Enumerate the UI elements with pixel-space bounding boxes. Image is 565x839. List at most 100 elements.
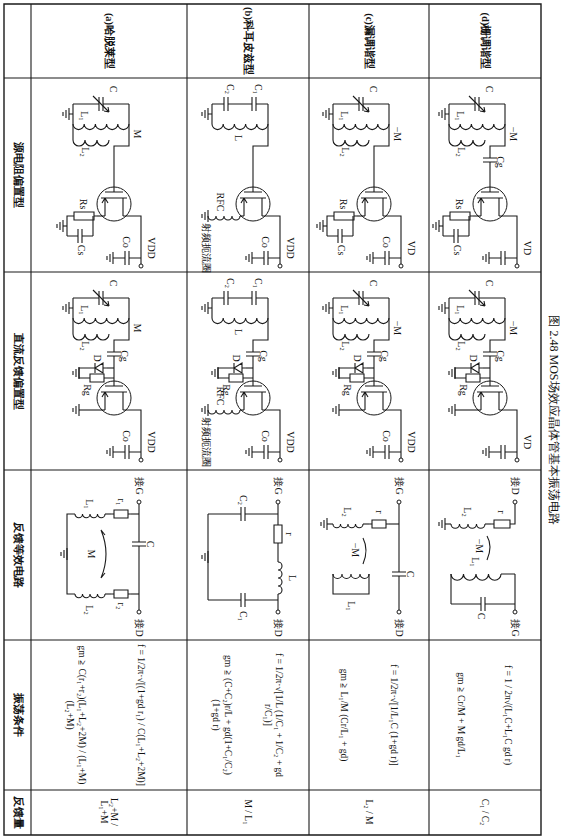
ground-symbol: [107, 446, 113, 458]
wire: [443, 216, 469, 236]
table-rule: [428, 4, 429, 835]
component-label: r: [374, 510, 385, 513]
capacitor-symbol: [451, 597, 515, 611]
ground-symbol: [73, 404, 79, 416]
mosfet-symbol: [101, 386, 127, 410]
coil-symbol: [212, 124, 268, 130]
wire: [373, 362, 374, 386]
table-rule: [4, 271, 541, 272]
capacitor-symbol: [252, 251, 280, 265]
ground-symbol: [246, 446, 252, 458]
component-label: Cg: [495, 350, 506, 362]
resistor-symbol: [491, 520, 513, 528]
coil-symbol: [451, 574, 501, 580]
wire: [113, 362, 114, 386]
component-label: 射频扼流圈: [201, 223, 212, 273]
wire: [218, 368, 253, 378]
component-label: Cg: [258, 350, 269, 362]
coil-symbol: [333, 334, 369, 340]
wire: [208, 104, 212, 124]
terminal: [139, 458, 143, 462]
equivalent-circuit: [61, 500, 146, 614]
ground-symbol: [212, 367, 218, 379]
wire: [327, 216, 353, 236]
wire: [448, 318, 449, 334]
wire: [79, 409, 105, 410]
component-label: L₁: [339, 111, 350, 121]
wire: [67, 216, 93, 236]
table-rule: [4, 789, 541, 790]
ground-symbol: [367, 252, 373, 264]
wire: [97, 215, 105, 216]
terminal: [276, 500, 280, 504]
oscillator-schematic: [317, 96, 403, 268]
coil-symbol: [333, 574, 369, 579]
component-label: VDD: [406, 431, 417, 453]
capacitor-symbol: [373, 251, 401, 265]
oscillator-schematic: [202, 291, 282, 462]
coil-symbol: [73, 334, 109, 340]
equivalent-circuit: [321, 500, 406, 614]
component-label: M: [132, 324, 143, 333]
table-rule: [308, 4, 309, 835]
row-heading: 直流反馈偏置型: [12, 333, 24, 410]
oscillator-schematic: [57, 96, 143, 268]
diode-symbol: [467, 363, 483, 373]
wire: [455, 368, 490, 378]
terminal: [399, 458, 403, 462]
capacitor-symbol: [240, 97, 268, 111]
component-label: L₁: [79, 305, 90, 315]
ground-symbol: [483, 252, 489, 264]
component-label: VDD: [285, 431, 296, 453]
equivalent-circuit: [439, 500, 517, 614]
wire: [138, 554, 139, 610]
capacitor-symbol: [489, 445, 517, 459]
capacitor-symbol: [373, 445, 401, 459]
component-label: Rs: [338, 199, 349, 210]
tuning-arrow: [469, 96, 485, 112]
wire: [339, 368, 374, 378]
component-label: Cs: [76, 245, 87, 256]
component-label: r₂: [116, 603, 127, 610]
capacitor-symbol: [333, 97, 389, 111]
component-label: C: [484, 280, 495, 287]
frequency-formula: f = 1/2π·√[(1+gd r₁) / C(L₁+L₂+2M)]: [134, 644, 146, 786]
wire: [329, 298, 333, 318]
resistor-symbol: [463, 374, 483, 382]
capacitor-symbol: [240, 291, 268, 305]
ground-symbol: [317, 220, 323, 232]
terminal: [137, 500, 141, 504]
coil-symbol: [449, 140, 485, 146]
column-heading: (b)科耳皮兹型: [242, 6, 254, 76]
terminal: [278, 264, 282, 268]
ground-symbol: [323, 302, 329, 314]
coil-symbol: [208, 216, 240, 220]
feedback-ratio: L₂ / M: [364, 791, 374, 833]
coil-symbol: [451, 524, 485, 528]
frequency-formula: f = 1/2π·√[1/L₁C (1+gd r)]: [387, 644, 399, 786]
mosfet-symbol: [240, 192, 266, 216]
oscillator-schematic: [202, 97, 282, 268]
capacitor-symbol: [113, 445, 141, 459]
wire: [240, 215, 244, 216]
row-heading: 源电阻偏置型: [12, 142, 24, 208]
wire: [105, 513, 111, 514]
ground-symbol: [246, 252, 252, 264]
component-label: C: [368, 86, 379, 93]
wire: [131, 593, 139, 594]
capacitor-symbol: [333, 291, 389, 305]
component-label: −M: [392, 127, 403, 142]
component-label: −M: [392, 321, 403, 336]
feedback-ratio: C₁ / C₂: [480, 791, 490, 833]
frequency-formula: f = 1 / 2π√(L₁C+L₁C gd r): [501, 644, 513, 786]
component-label: L₂: [340, 147, 351, 157]
component-label: Cg: [119, 350, 130, 362]
wire: [131, 513, 139, 514]
diode-symbol: [91, 363, 107, 373]
component-label: Co: [381, 236, 392, 248]
component-label: RFC: [215, 387, 226, 406]
capacitor-symbol: [208, 507, 278, 521]
component-label: L: [233, 135, 244, 141]
ground-symbol: [433, 220, 439, 232]
